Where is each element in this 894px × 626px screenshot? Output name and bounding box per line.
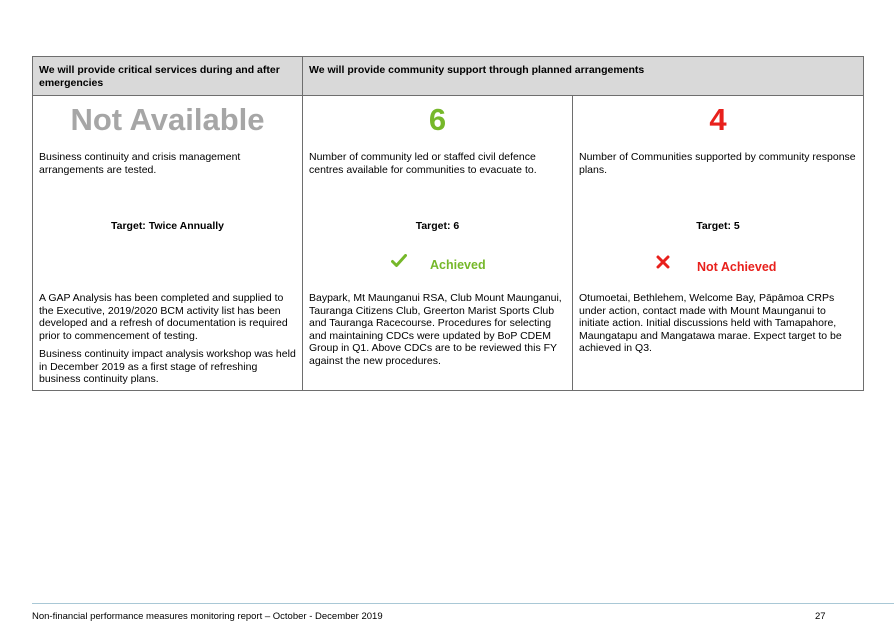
commentary-paragraph: Business continuity impact analysis work…: [39, 348, 296, 385]
table-header-row: We will provide critical services during…: [33, 57, 863, 96]
status-label: Not Achieved: [697, 260, 777, 274]
measure-result-value: Not Available: [70, 102, 265, 137]
header-community-support: We will provide community support throug…: [309, 64, 645, 76]
measure-target: Target: Twice Annually: [111, 220, 224, 232]
page-number: 27: [815, 611, 826, 622]
status-not-achieved: Not Achieved: [573, 254, 863, 276]
commentary-paragraph: A GAP Analysis has been completed and su…: [39, 292, 288, 342]
status-label: Achieved: [430, 258, 486, 272]
header-critical-services: We will provide critical services during…: [33, 57, 303, 95]
measure-column-business-continuity: Not Available Business continuity and cr…: [33, 96, 303, 390]
measure-column-civil-defence-centres: 6 Number of community led or staffed civ…: [303, 96, 573, 390]
measure-column-community-response-plans: 4 Number of Communities supported by com…: [573, 96, 863, 390]
performance-measures-table: We will provide critical services during…: [32, 56, 864, 391]
status-achieved: Achieved: [303, 254, 572, 276]
measure-description: Number of community led or staffed civil…: [309, 151, 537, 176]
commentary-paragraph: Otumoetai, Bethlehem, Welcome Bay, Pāpām…: [579, 292, 842, 354]
check-icon: [391, 254, 407, 273]
measure-result-value: 6: [428, 102, 447, 137]
footer-report-title: Non-financial performance measures monit…: [32, 611, 383, 622]
measure-commentary: Baypark, Mt Maunganui RSA, Club Mount Ma…: [309, 292, 568, 373]
measure-description: Number of Communities supported by commu…: [579, 151, 856, 176]
commentary-paragraph: Baypark, Mt Maunganui RSA, Club Mount Ma…: [309, 292, 562, 367]
measure-description: Business continuity and crisis managemen…: [39, 151, 241, 176]
measure-target: Target: 5: [696, 220, 740, 232]
measure-target: Target: 6: [415, 220, 460, 232]
cross-icon: [656, 255, 670, 274]
measure-commentary: A GAP Analysis has been completed and su…: [39, 292, 298, 392]
measure-result-value: 4: [709, 102, 727, 137]
footer-divider: [32, 603, 894, 604]
measure-commentary: Otumoetai, Bethlehem, Welcome Bay, Pāpām…: [579, 292, 859, 361]
